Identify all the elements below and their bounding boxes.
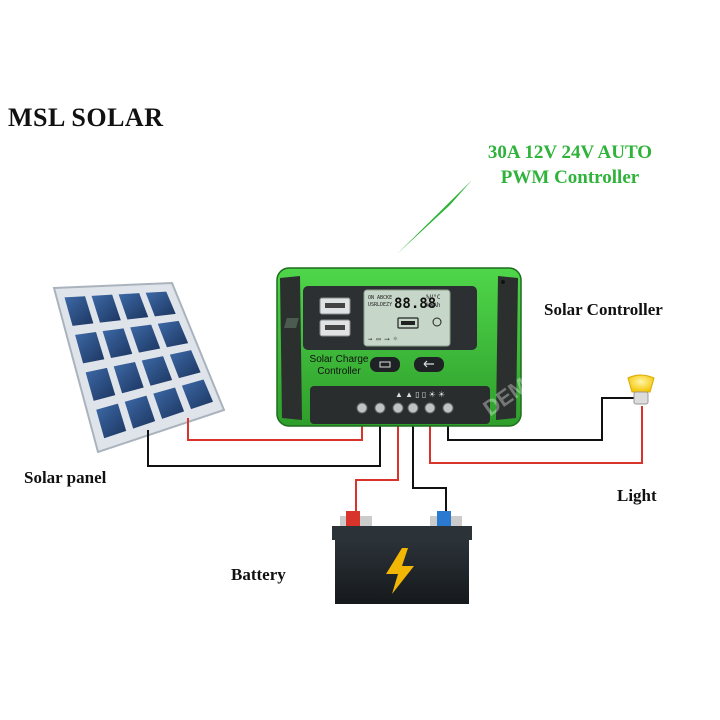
menu-button[interactable] — [370, 357, 400, 372]
solar-cell — [96, 403, 127, 439]
status-led — [501, 280, 505, 284]
solar-cell — [145, 291, 176, 317]
terminal-screw — [407, 402, 419, 414]
solar-cell — [113, 361, 144, 394]
controller-left-fin — [280, 276, 302, 420]
wire-battery-positive — [355, 412, 399, 520]
terminal-screw — [356, 402, 368, 414]
wire-battery-negative — [412, 412, 447, 520]
label-light: Light — [617, 486, 657, 505]
solar-cell — [118, 293, 149, 320]
usb-port-2-slot — [325, 325, 345, 330]
battery-negative-terminal — [437, 511, 451, 527]
solar-cell — [169, 350, 201, 379]
controller-face-label-1: Solar Charge — [310, 354, 369, 365]
solar-cell — [130, 324, 161, 353]
pointer-arrow — [397, 180, 472, 254]
lcd-digits: 88.88 — [394, 296, 436, 312]
solar-cell — [75, 332, 105, 364]
battery — [332, 511, 472, 604]
solar-cell — [64, 296, 94, 326]
charge-controller: ON ABCKE USRLDEZY 88.88 %V°C kWAh → ▭ ⟶ … — [276, 267, 547, 427]
headline-line-1: 30A 12V 24V AUTO — [487, 142, 653, 163]
terminals — [356, 402, 454, 414]
menu-icon — [379, 361, 391, 368]
battery-positive-terminal — [346, 511, 360, 527]
solar-cell — [157, 320, 189, 348]
lcd-status-text: ON ABCKE — [368, 295, 392, 301]
bulb-glass — [627, 374, 655, 393]
terminal-screw — [424, 402, 436, 414]
solar-panel — [52, 281, 226, 454]
brand-title: MSL SOLAR — [8, 103, 164, 132]
wire-load-negative — [447, 397, 634, 441]
controller-right-fin — [496, 276, 518, 420]
solar-cell — [124, 395, 156, 429]
solar-cell — [102, 328, 133, 358]
lcd-bulb-icon — [432, 317, 442, 327]
terminal-screw — [442, 402, 454, 414]
bulb-base — [633, 391, 649, 405]
headline: 30A 12V 24V AUTO PWM Controller — [460, 140, 680, 190]
terminal-screw — [374, 402, 386, 414]
controller-face-label-2: Controller — [317, 366, 361, 377]
lcd-mode-text: USRLDEZY — [368, 302, 392, 308]
usb-port-1-slot — [325, 303, 345, 308]
terminal-screw — [392, 402, 404, 414]
label-solar-controller: Solar Controller — [544, 300, 663, 319]
lcd-battery-level — [401, 321, 415, 325]
battery-lid — [332, 526, 472, 540]
light-bulb — [627, 374, 655, 405]
lcd-panel-icon — [284, 318, 299, 328]
solar-panel-cells — [64, 291, 214, 439]
headline-line-2: PWM Controller — [500, 167, 640, 188]
solar-cell — [91, 294, 121, 323]
lightning-bolt-icon — [386, 548, 414, 594]
terminal-symbols: ▲ ▲ ▯ ▯ ☀ ☀ — [395, 390, 445, 399]
wire-panel-negative — [147, 412, 381, 467]
label-solar-panel: Solar panel — [24, 468, 107, 487]
lcd-unit-1: %V°C — [426, 294, 441, 301]
back-icon — [423, 360, 434, 368]
solar-cell — [85, 367, 116, 401]
solar-cell — [141, 356, 173, 386]
label-battery: Battery — [231, 565, 286, 584]
lcd-unit-2: kWAh — [426, 302, 441, 309]
lcd-arrow-icon: → ▭ ⟶ ☼ — [368, 335, 398, 343]
solar-cell — [153, 387, 185, 419]
wire-load-positive — [429, 406, 643, 464]
lcd-battery-icon — [397, 317, 419, 329]
solar-cell — [181, 379, 214, 410]
